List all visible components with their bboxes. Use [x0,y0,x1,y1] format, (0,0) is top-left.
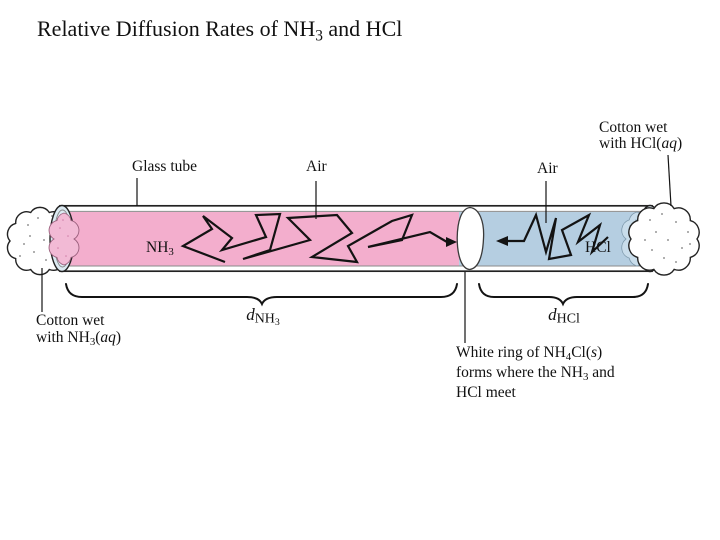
brace-d-hcl [478,283,649,307]
hcl-gas-label: HCl [585,239,611,256]
cotton-nh3-line1: Cotton wet [36,312,105,329]
air-label-left: Air [306,158,327,175]
hcl-arrowhead-icon [496,236,508,246]
white-ring-caption: White ring of NH4Cl(s) forms where the N… [456,344,615,403]
cotton-right-stipple [644,213,691,263]
ring-caption-line3: HCl meet [456,384,516,402]
ring-caption-line1: White ring of NH4Cl(s) [456,344,603,364]
cotton-ball-right-icon [628,202,700,276]
air-label-right: Air [537,160,558,177]
nh3-gas-label: NH3 [146,239,174,259]
cotton-inner-pink-face [48,212,80,266]
white-ring [456,206,485,271]
cotton-hcl-label: Cotton wet with HCl(aq) [599,119,683,153]
cotton-nh3-label: Cotton wet with NH3(aq) [36,312,122,348]
cotton-inner-pink-stipple [57,219,69,257]
nh3-diffusion-path [180,212,448,264]
cotton-hcl-line1: Cotton wet [599,119,668,136]
ring-caption-line2: forms where the NH3 and [456,364,615,384]
pointer-cotton-hcl [667,154,672,207]
nh3-arrowhead-icon [446,237,457,247]
d-hcl-distance-label: dHCl [548,305,580,327]
page-title: Relative Diffusion Rates of NH3 and HCl [37,16,403,45]
glass-tube-label: Glass tube [132,158,198,175]
d-nh3-distance-label: dNH3 [246,305,280,328]
brace-d-nh3 [65,283,458,307]
cotton-nh3-line2: with NH3(aq) [36,328,122,348]
cotton-hcl-line2: with HCl(aq) [599,135,683,153]
hcl-diffusion-path [507,211,609,261]
